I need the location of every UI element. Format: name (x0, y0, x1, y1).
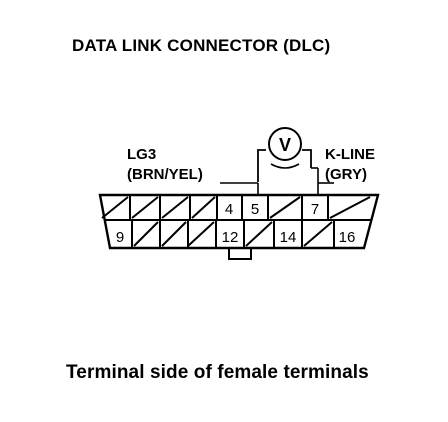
voltmeter-symbol: V (279, 135, 291, 155)
probe-lead-k-line (302, 149, 312, 168)
voltmeter-icon (268, 127, 302, 161)
diagram-caption: Terminal side of female terminals (66, 362, 369, 383)
k-line-wire-color-label: (GRY) (325, 166, 367, 183)
pin-9-label: 9 (116, 229, 124, 246)
lg3-wire-color-label: (BRN/YEL) (127, 166, 203, 183)
connector-outline (98, 193, 380, 250)
diagram-title: DATA LINK CONNECTOR (DLC) (72, 36, 331, 55)
pin-16-label: 16 (339, 229, 356, 246)
probe-lead-lg3 (257, 149, 266, 182)
pin-7-label: 7 (311, 201, 319, 218)
pin-5-label: 5 (251, 201, 259, 218)
locking-tab (228, 248, 252, 260)
pin-4-label: 4 (225, 201, 233, 218)
lg3-label: LG3 (127, 146, 157, 163)
pin-12-label: 12 (222, 229, 239, 246)
k-line-label: K-LINE (325, 146, 375, 163)
voltmeter-needle (270, 163, 300, 169)
pin-14-label: 14 (280, 229, 297, 246)
